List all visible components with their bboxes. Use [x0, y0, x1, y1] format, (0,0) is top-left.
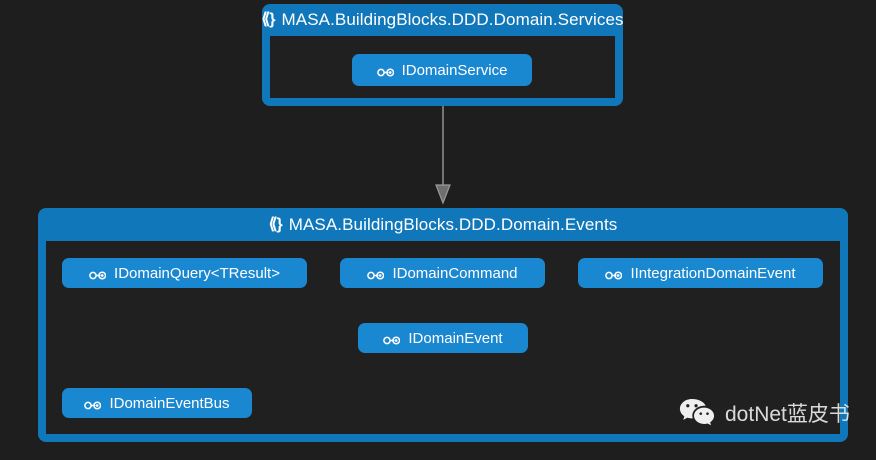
- node-idomainquery[interactable]: IDomainQuery<TResult>: [62, 258, 307, 288]
- namespace-header-services: ⟪} MASA.BuildingBlocks.DDD.Domain.Servic…: [262, 4, 623, 36]
- node-label: IDomainQuery<TResult>: [114, 264, 280, 282]
- interface-icon: [376, 65, 394, 77]
- node-iintegrationdomainevent[interactable]: IIntegrationDomainEvent: [578, 258, 823, 288]
- watermark: dotNet蓝皮书: [678, 396, 850, 432]
- namespace-braces-icon: ⟪}: [268, 215, 283, 233]
- wechat-logo-icon: [678, 396, 716, 432]
- node-label: IDomainEvent: [408, 329, 503, 347]
- watermark-text: dotNet蓝皮书: [725, 402, 850, 426]
- node-label: IIntegrationDomainEvent: [630, 264, 796, 282]
- interface-icon: [84, 398, 102, 410]
- interface-icon: [383, 333, 401, 345]
- node-label: IDomainCommand: [392, 264, 518, 282]
- node-idomaincommand[interactable]: IDomainCommand: [340, 258, 545, 288]
- namespace-braces-icon: ⟪}: [262, 11, 276, 28]
- node-idomainevent[interactable]: IDomainEvent: [358, 323, 528, 353]
- node-idomainservice[interactable]: IDomainService: [352, 54, 532, 86]
- node-label: IDomainService: [401, 61, 508, 79]
- namespace-title-events: MASA.BuildingBlocks.DDD.Domain.Events: [288, 214, 618, 234]
- interface-icon: [367, 268, 385, 280]
- interface-icon: [89, 268, 107, 280]
- interface-icon: [605, 268, 623, 280]
- node-idomaineventbus[interactable]: IDomainEventBus: [62, 388, 252, 418]
- namespace-header-events: ⟪} MASA.BuildingBlocks.DDD.Domain.Events: [38, 208, 848, 241]
- namespace-title-services: MASA.BuildingBlocks.DDD.Domain.Services: [281, 10, 624, 29]
- edge-services-to-events: [435, 106, 451, 205]
- node-label: IDomainEventBus: [109, 394, 230, 412]
